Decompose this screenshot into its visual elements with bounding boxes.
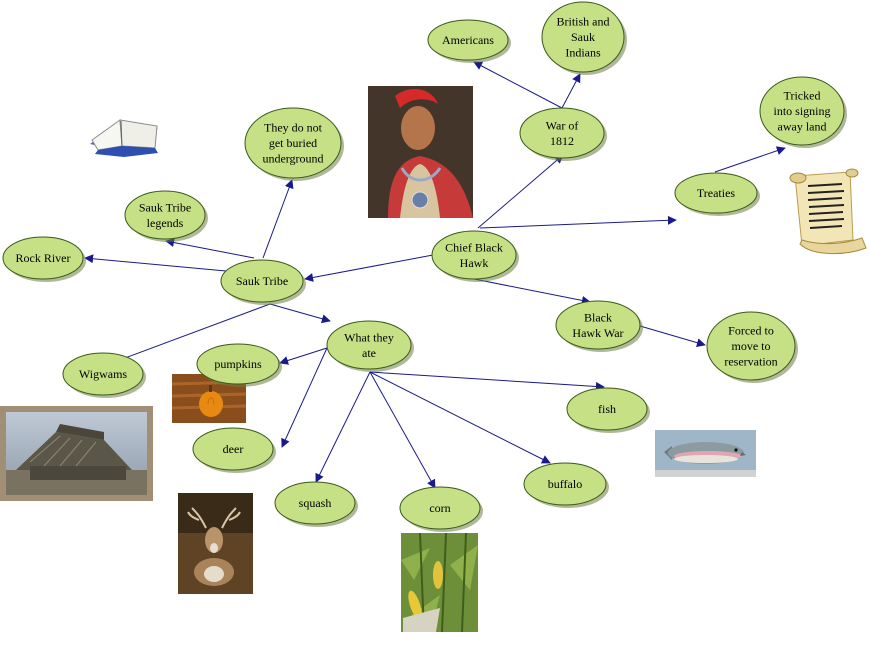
node-label: squash (299, 496, 332, 510)
node-bubble (192, 427, 274, 471)
node-label: 1812 (550, 134, 574, 148)
node-bubble (220, 259, 304, 303)
node-label: Indians (565, 46, 601, 60)
node-bubble (759, 76, 845, 146)
node-label: Wigwams (79, 367, 128, 381)
fish-photo (655, 430, 756, 477)
node-sauk[interactable]: Sauk Tribe (220, 259, 306, 305)
node-fish[interactable]: fish (566, 387, 650, 433)
node-war1812[interactable]: War of 1812 (519, 107, 607, 161)
node-bubble (566, 387, 648, 431)
node-bubble (427, 19, 509, 61)
node-label: Hawk (460, 256, 489, 270)
node-buffalo[interactable]: buffalo (523, 462, 609, 508)
node-squash[interactable]: squash (274, 481, 358, 527)
node-label: Black (584, 310, 612, 324)
node-label: move to (732, 339, 771, 353)
node-rock[interactable]: Rock River (2, 236, 86, 282)
node-bubble (519, 107, 605, 159)
node-label: buffalo (548, 477, 582, 491)
node-label: Treaties (697, 186, 736, 200)
node-label: Forced to (728, 324, 774, 338)
node-label: corn (429, 501, 450, 515)
node-label: British and (557, 15, 610, 29)
node-label: Rock River (16, 251, 71, 265)
node-label: Sauk Tribe (139, 200, 191, 214)
node-label: Tricked (784, 89, 821, 103)
deer-photo (178, 493, 253, 594)
node-label: Americans (442, 33, 494, 47)
node-label: into signing (773, 104, 830, 118)
node-label: Sauk Tribe (236, 274, 288, 288)
node-bubble (555, 300, 641, 350)
book-picture (90, 119, 158, 157)
node-bubble (274, 481, 356, 525)
node-bubble (399, 486, 481, 530)
node-label: What they (344, 330, 394, 344)
wigwam-photo (0, 406, 153, 501)
node-label: fish (598, 402, 616, 416)
corn-photo (401, 532, 478, 633)
scroll-picture (789, 168, 867, 255)
node-label: legends (147, 216, 184, 230)
node-label: War of (546, 118, 579, 132)
node-ate[interactable]: What they ate (326, 320, 414, 372)
node-bubble (326, 320, 412, 370)
node-label: Sauk (571, 30, 595, 44)
node-deer[interactable]: deer (192, 427, 276, 473)
node-bubble (431, 230, 517, 280)
node-corn[interactable]: corn (399, 486, 483, 532)
node-label: pumpkins (214, 357, 262, 371)
connector-lines (84, 61, 786, 489)
node-label: They do not (264, 121, 323, 135)
node-bubble (62, 352, 144, 396)
portrait-picture (368, 86, 473, 218)
node-pumpkins[interactable]: pumpkins (196, 343, 282, 387)
node-bubble (674, 172, 758, 214)
node-bubble (541, 1, 625, 73)
node-bubble (523, 462, 607, 506)
node-label: get buried (269, 136, 317, 150)
node-label: reservation (724, 355, 777, 369)
node-label: Hawk War (572, 326, 623, 340)
node-bubble (124, 190, 206, 240)
node-legends[interactable]: Sauk Tribe legends (124, 190, 208, 242)
node-wigwams[interactable]: Wigwams (62, 352, 146, 398)
node-label: underground (262, 152, 323, 166)
node-label: deer (223, 442, 244, 456)
node-label: Chief Black (445, 240, 503, 254)
node-label: away land (778, 120, 827, 134)
node-treaties[interactable]: Treaties (674, 172, 760, 216)
node-label: ate (362, 346, 376, 360)
node-bubble (706, 311, 796, 381)
node-bubble (2, 236, 84, 280)
node-bubble (244, 107, 342, 179)
node-americans[interactable]: Americans (427, 19, 511, 63)
node-bubble (196, 343, 280, 385)
